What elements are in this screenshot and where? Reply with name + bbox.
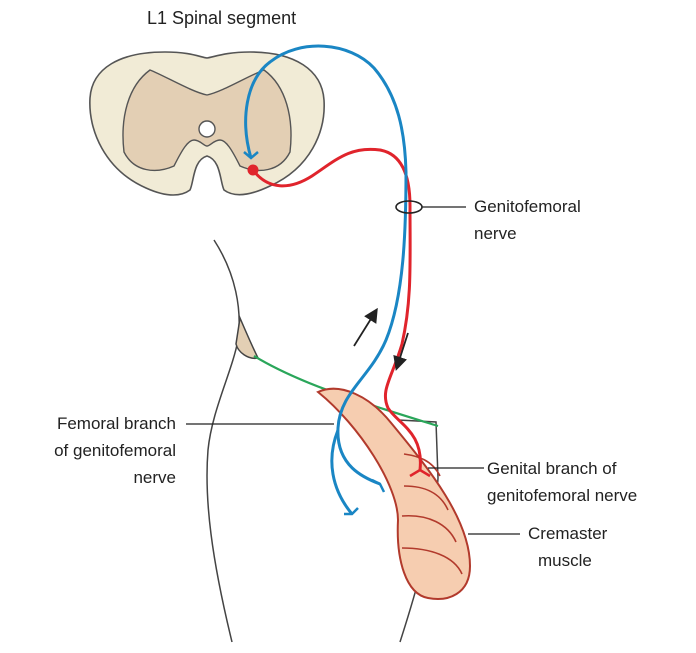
central-canal (199, 121, 215, 137)
torso-left-outline (207, 240, 239, 642)
genital-branch-label-line-1: Genital branch of (487, 457, 616, 481)
abdomen-outline (236, 318, 258, 358)
arrow-up-right-icon (354, 314, 374, 346)
motor-neuron-cell-body (248, 165, 259, 176)
diagram-title: L1 Spinal segment (147, 6, 296, 30)
cremaster-label-line-2: muscle (538, 549, 592, 573)
afferent-femoral-branch (332, 430, 352, 514)
cremaster-label-line-1: Cremaster (528, 522, 607, 546)
leader-lines (186, 207, 520, 534)
genitofemoral-label-line-2: nerve (474, 222, 517, 246)
genitofemoral-label-line-1: Genitofemoral (474, 195, 581, 219)
cremaster-outline (318, 389, 470, 599)
cremaster-muscle (318, 389, 470, 599)
genital-branch-label-line-2: genitofemoral nerve (487, 484, 637, 508)
femoral-branch-label-line-3: nerve (133, 466, 176, 490)
femoral-branch-label-line-1: Femoral branch (57, 412, 176, 436)
afferent-genital-ending (372, 480, 384, 492)
femoral-branch-label-line-2: of genitofemoral (54, 439, 176, 463)
spinal-cord-section (90, 52, 324, 195)
